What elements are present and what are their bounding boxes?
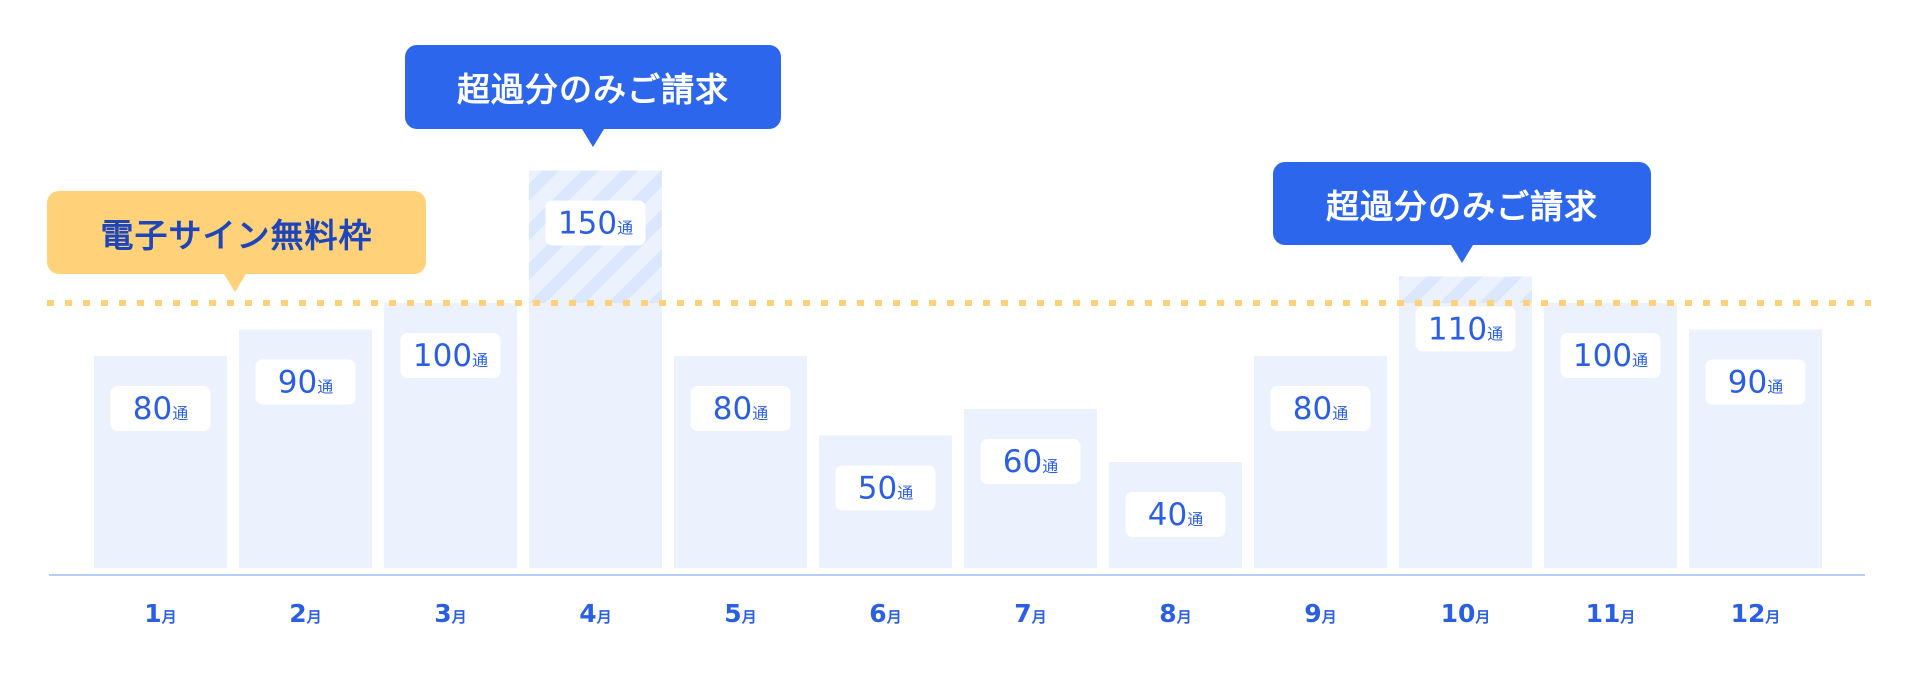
value-label: 100通	[1573, 338, 1648, 374]
value-label: 150通	[558, 206, 633, 242]
month-label-11: 11月	[1586, 599, 1636, 628]
value-label-box	[1125, 492, 1226, 537]
value-label-box	[1705, 359, 1806, 405]
value-label-box	[400, 333, 501, 378]
value-label: 90通	[278, 365, 333, 401]
bar-7	[964, 409, 1097, 568]
value-label-box	[980, 439, 1081, 484]
month-label-2: 2月	[289, 599, 321, 628]
month-label-9: 9月	[1304, 599, 1336, 628]
value-label-box	[1270, 386, 1371, 431]
value-label-box	[545, 200, 646, 246]
month-label-4: 4月	[579, 599, 611, 628]
overage-callout-october: 超過分のみご請求	[1273, 162, 1651, 263]
month-label-5: 5月	[724, 599, 756, 628]
month-label-7: 7月	[1014, 599, 1046, 628]
free-quota-callout: 電子サイン無料枠	[47, 191, 426, 292]
month-label-1: 1月	[144, 599, 176, 628]
value-label: 90通	[1728, 365, 1783, 401]
month-label-8: 8月	[1159, 599, 1191, 628]
value-label-box	[835, 465, 936, 511]
free-quota-label: 電子サイン無料枠	[100, 215, 373, 255]
value-label: 40通	[1148, 497, 1203, 533]
value-label: 80通	[713, 391, 768, 427]
month-label-3: 3月	[434, 599, 466, 628]
value-label: 60通	[1003, 444, 1058, 480]
value-label-box	[255, 359, 356, 405]
overage-callout-april: 超過分のみご請求	[405, 45, 781, 147]
month-label-6: 6月	[869, 599, 901, 628]
overage-label: 超過分のみご請求	[1326, 186, 1598, 226]
value-label: 80通	[133, 391, 188, 427]
value-label: 110通	[1428, 312, 1503, 348]
overage-label: 超過分のみご請求	[457, 70, 729, 109]
value-label-box	[1415, 306, 1516, 352]
value-label-box	[1560, 333, 1661, 378]
value-label: 100通	[413, 338, 488, 374]
value-label-box	[690, 386, 791, 431]
overage-segment-10	[1399, 276, 1532, 303]
value-label-box	[110, 386, 211, 431]
value-label: 50通	[858, 471, 913, 507]
month-label-12: 12月	[1731, 599, 1781, 628]
month-label-10: 10月	[1441, 599, 1491, 628]
value-label: 80通	[1293, 391, 1348, 427]
